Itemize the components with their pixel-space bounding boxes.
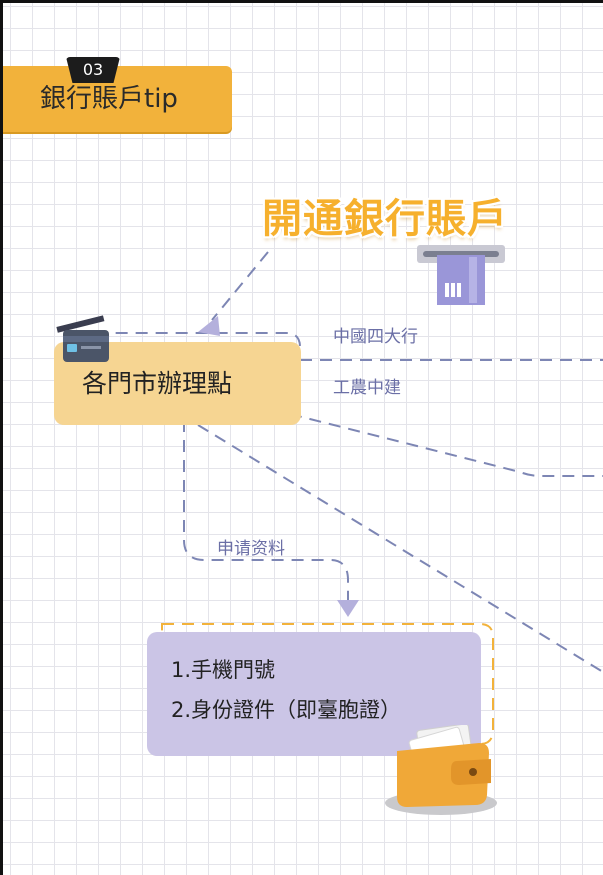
label-big-four-banks: 中國四大行 xyxy=(333,327,418,347)
connector-title-to-outlet xyxy=(211,251,269,321)
atm-card-icon xyxy=(417,245,505,305)
main-title: 開通銀行賬戶 xyxy=(262,196,508,242)
arrow-to-requirements xyxy=(337,600,359,617)
requirement-phone: 1.手機門號 xyxy=(171,658,276,682)
label-bank-names: 工農中建 xyxy=(333,378,401,398)
connector-to-requirements xyxy=(183,420,349,600)
wallet-icon xyxy=(385,725,497,815)
credit-card-icon xyxy=(56,315,109,362)
arrow-to-outlet xyxy=(198,316,220,336)
section-title: 銀行賬戶tip xyxy=(40,84,178,114)
section-number: 03 xyxy=(66,57,120,83)
requirement-id: 2.身份證件（即臺胞證） xyxy=(171,698,402,722)
label-documents: 申请资料 xyxy=(217,539,285,559)
outlet-label: 各門市辦理點 xyxy=(82,369,233,398)
section-tab: 銀行賬戶tip xyxy=(0,66,232,132)
connector-to-right xyxy=(289,413,603,477)
